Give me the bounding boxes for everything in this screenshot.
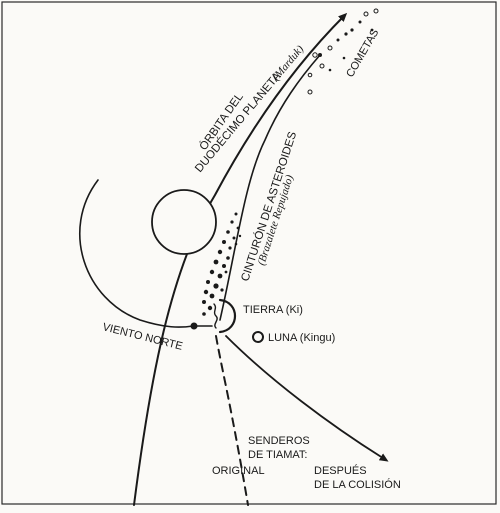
- asteroid-dots: [202, 212, 242, 316]
- label-despues-line1: DESPUÉS: [314, 464, 367, 477]
- earth-crescent: [218, 298, 236, 334]
- asteroid-belt-curve: [219, 54, 321, 321]
- label-tierra: TIERRA (Ki): [243, 304, 303, 316]
- marduk-planet: [151, 189, 217, 255]
- label-luna: LUNA (Kingu): [268, 332, 335, 344]
- luna-kingu: [252, 331, 264, 343]
- tiamat-original-path: [215, 335, 249, 506]
- north-wind-path: [79, 179, 194, 328]
- label-senderos-line2: DE TIAMAT:: [248, 449, 308, 461]
- label-orbit-line2: DUODÉCIMO PLANETA: [192, 70, 283, 175]
- label-despues-line2: DE LA COLISIÓN: [314, 478, 401, 491]
- comet-dots: [307, 8, 379, 95]
- label-cometas: COMETAS: [344, 27, 381, 79]
- tiamat-after-collision-path: [225, 335, 389, 462]
- twelfth-planet-orbit: [133, 12, 348, 506]
- earth-jagged-edge: [213, 303, 218, 329]
- label-original: ORIGINAL: [212, 465, 265, 477]
- diagram-frame: [1, 1, 497, 505]
- label-senderos-line1: SENDEROS: [248, 435, 310, 447]
